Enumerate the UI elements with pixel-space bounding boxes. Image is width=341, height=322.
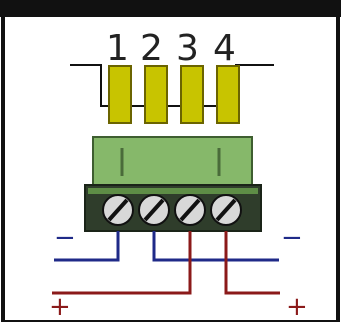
gold-pin-3	[180, 65, 204, 124]
positive-sign-right: +	[286, 292, 308, 322]
pin-label-3: 3	[176, 28, 199, 69]
pin-label-2: 2	[140, 28, 163, 69]
pin-label-1: 1	[106, 28, 129, 69]
gold-pin-1	[108, 65, 132, 124]
positive-wires	[52, 231, 280, 295]
terminal-body-top	[92, 136, 253, 186]
screw-terminal-icon	[210, 194, 242, 226]
negative-wires	[54, 231, 279, 262]
gold-pin-4	[216, 65, 240, 124]
gold-pins	[108, 65, 240, 124]
negative-wire-pin2	[152, 231, 279, 262]
negative-sign-left: −	[54, 223, 76, 253]
terminal-block	[84, 136, 262, 232]
jack-outline	[70, 64, 274, 107]
screw-terminal-icon	[138, 194, 170, 226]
positive-wire-pin3	[52, 231, 192, 295]
screw-terminal-icons	[102, 194, 242, 226]
pin-label-4: 4	[213, 28, 236, 69]
positive-sign-left: +	[49, 292, 71, 322]
screw-row-rim	[88, 188, 258, 194]
screw-terminal-icon	[174, 194, 206, 226]
gold-pin-2	[144, 65, 168, 124]
header-bar	[0, 0, 341, 17]
negative-wire-pin1	[54, 231, 120, 262]
positive-wire-pin4	[224, 231, 280, 295]
screw-terminal-icon	[102, 194, 134, 226]
negative-sign-right: −	[281, 223, 303, 253]
